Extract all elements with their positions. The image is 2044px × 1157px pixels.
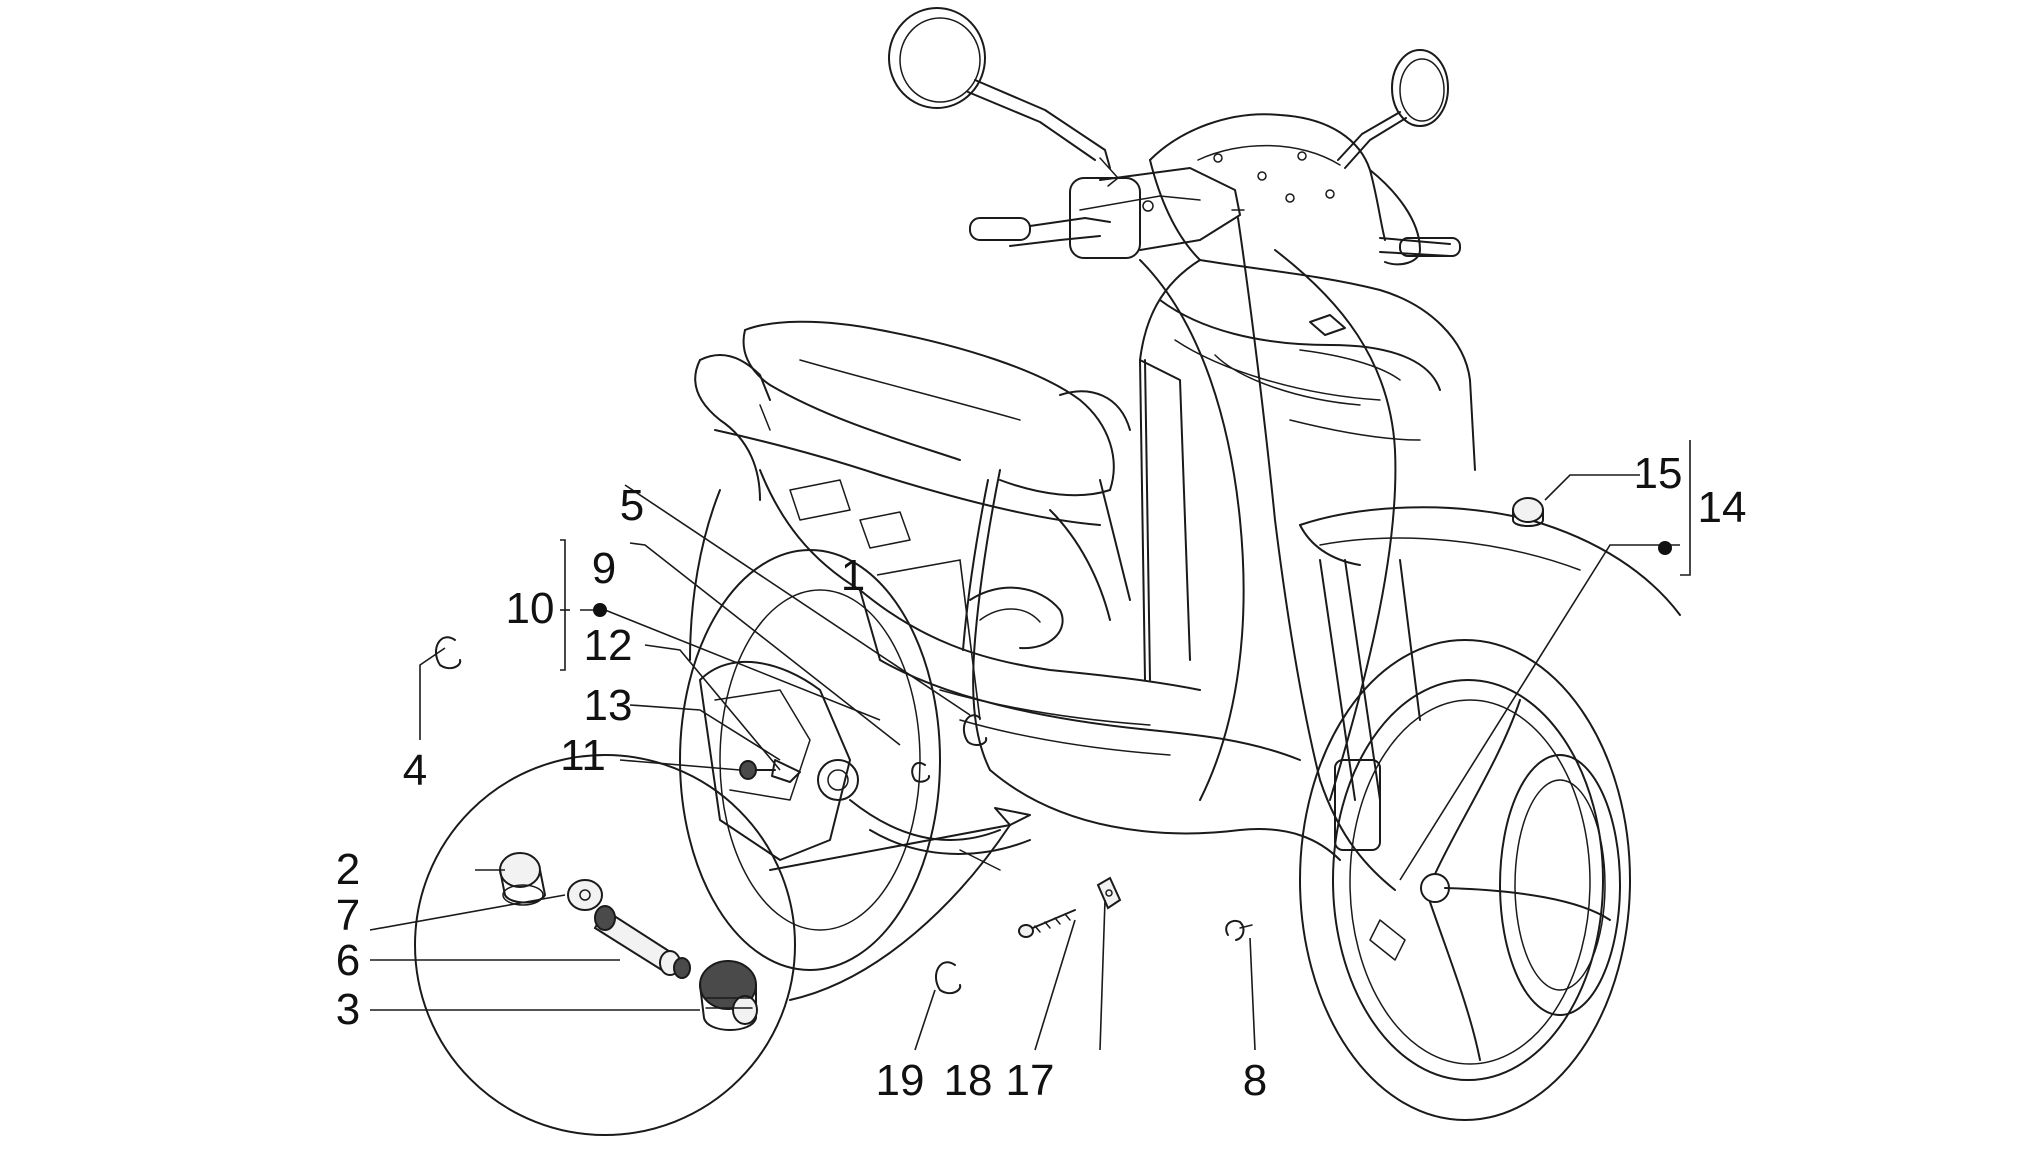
callout-1: 1 bbox=[841, 551, 865, 600]
cable-main bbox=[1139, 209, 1397, 891]
ref-dot-10 bbox=[593, 603, 607, 617]
handlebars bbox=[969, 167, 1461, 259]
right-mirror bbox=[1337, 49, 1449, 169]
rear-body bbox=[689, 354, 1101, 661]
callout-2: 2 bbox=[336, 845, 360, 894]
seat bbox=[742, 320, 1131, 497]
callout-9: 9 bbox=[592, 544, 616, 593]
callout-8: 8 bbox=[1243, 1056, 1267, 1105]
scooter-illustration bbox=[679, 7, 1681, 1121]
part-11-connector bbox=[739, 760, 776, 780]
part-7-washer bbox=[567, 879, 603, 911]
part-6-shaft bbox=[593, 905, 691, 979]
front-fork bbox=[1319, 559, 1421, 851]
callout-15: 15 bbox=[1634, 449, 1683, 498]
detail-magnifier bbox=[414, 754, 1031, 1136]
callout-labels: 1 2 3 4 5 6 7 8 9 10 11 12 13 14 15 17 1… bbox=[336, 449, 1747, 1105]
callout-6: 6 bbox=[336, 936, 360, 985]
callout-3: 3 bbox=[336, 985, 360, 1034]
floorboard bbox=[859, 479, 1301, 761]
callout-5: 5 bbox=[620, 481, 644, 530]
part-2-bushing bbox=[499, 852, 546, 906]
callout-10: 10 bbox=[506, 584, 555, 633]
callout-19: 19 bbox=[876, 1056, 925, 1105]
front-cowl bbox=[1149, 113, 1421, 266]
part-4-clip bbox=[435, 636, 462, 670]
left-mirror bbox=[888, 7, 1119, 187]
leg-shield bbox=[1139, 259, 1476, 681]
part-3-end-cap bbox=[699, 960, 758, 1031]
part-13-fitting bbox=[771, 759, 801, 783]
callout-17: 17 bbox=[1006, 1056, 1055, 1105]
callout-11: 11 bbox=[560, 731, 606, 780]
front-wheel bbox=[1299, 639, 1631, 1121]
rear-wheel-engine bbox=[679, 549, 1031, 971]
callout-13: 13 bbox=[584, 681, 633, 730]
part-8-band bbox=[1225, 919, 1253, 941]
part-18-screw bbox=[1018, 909, 1076, 938]
callout-7: 7 bbox=[336, 891, 360, 940]
front-fender bbox=[1299, 506, 1681, 616]
leader-lines bbox=[369, 440, 1691, 1051]
cable-clip-on-frame bbox=[911, 714, 988, 783]
callout-4: 4 bbox=[403, 746, 427, 795]
part-15-cap bbox=[1512, 497, 1544, 527]
callout-14: 14 bbox=[1698, 483, 1747, 532]
part-19-clip bbox=[935, 961, 962, 995]
callout-18: 18 bbox=[944, 1056, 993, 1105]
ref-dot-14 bbox=[1658, 541, 1672, 555]
part-17-clip-nut bbox=[1096, 876, 1122, 910]
callout-12: 12 bbox=[584, 621, 633, 670]
cable-rear bbox=[962, 469, 1341, 861]
